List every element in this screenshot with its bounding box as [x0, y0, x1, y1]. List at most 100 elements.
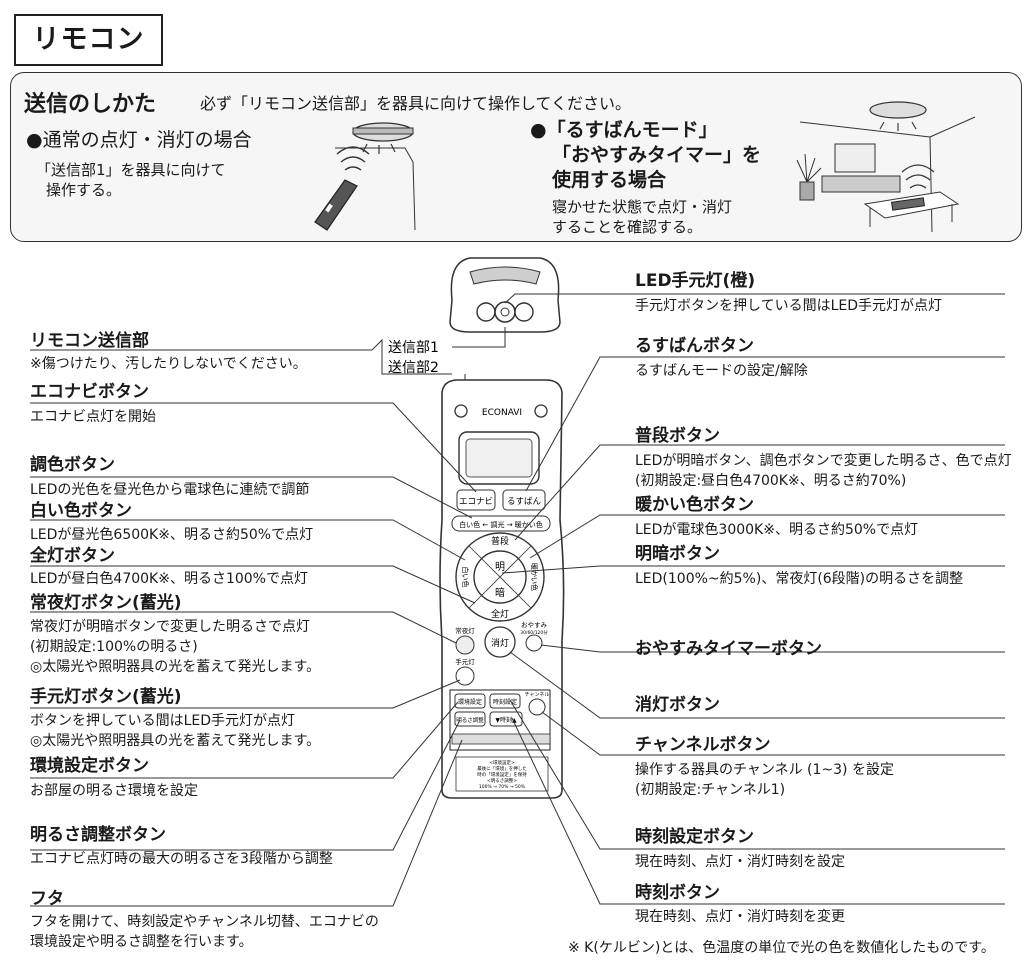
item-normal-title: 普段ボタン [635, 426, 720, 446]
send-heading: 送信のしかた [24, 92, 157, 117]
center-top-label: 明 [495, 561, 505, 573]
item-night-light-desc-2: (初期設定:100%の明るさ) [30, 639, 198, 655]
item-rusuban-title: るすばんボタン [635, 336, 754, 356]
item-hand-light-desc-2: ◎太陽光や照明器具の光を蓄えて発光します。 [30, 733, 321, 749]
lid-note-1: <環境設定> [489, 759, 515, 766]
jikoku-label: ▼時刻▲ [495, 716, 517, 724]
normal-case-body-2: 操作する。 [46, 181, 122, 199]
item-time-title: 時刻ボタン [635, 883, 720, 903]
item-white-desc: LEDが昼光色6500K※、明るさ約50%で点灯 [30, 527, 314, 543]
kankyo-label: 環境設定 [458, 698, 482, 706]
brightness-adjust-button[interactable] [454, 711, 486, 727]
item-sleep-timer-title: おやすみタイマーボタン [635, 639, 822, 659]
item-hand-light-title: 手元灯ボタン(蓄光) [30, 687, 182, 707]
item-warm-title: 暖かい色ボタン [635, 495, 754, 515]
item-env-title: 環境設定ボタン [30, 756, 149, 776]
transmitter-1-label: 送信部1 [388, 340, 439, 356]
item-rusuban-desc: るすばんモードの設定/解除 [635, 363, 808, 379]
item-brightness-adjust-title: 明るさ調整ボタン [30, 825, 166, 845]
item-lid-title: フタ [30, 889, 64, 909]
rusuban-illustration [796, 101, 976, 233]
item-brightness-adjust-desc: エコナビ点灯時の最大の明るさを3段階から調整 [30, 851, 333, 867]
sleep-timer-button[interactable] [525, 634, 543, 652]
channel-label: チャンネル [525, 692, 550, 698]
normal-case-body-1: 「送信部1」を器具に向けて [36, 161, 226, 179]
hand-light-button[interactable] [455, 666, 475, 686]
oyasumi-label: おやすみ [521, 621, 548, 629]
item-time-desc: 現在時刻、点灯・消灯時刻を変更 [635, 909, 845, 925]
lid-note-3: 時の「環境設定」を保持 [477, 771, 527, 778]
item-brightness-title: 明暗ボタン [635, 544, 720, 564]
rusuban-case-title-3: 使用する場合 [552, 169, 667, 191]
item-white-title: 白い色ボタン [30, 501, 132, 521]
jikoku-settei-label: 時刻設定 [493, 698, 517, 706]
oyasumi-sub-label: 30/60/120分 [520, 629, 548, 636]
rusuban-case-title-2: 「おやすみタイマー」を [552, 144, 762, 166]
kelvin-footnote: ※ K(ケルビン)とは、色温度の単位で光の色を数値化したものです。 [568, 940, 995, 956]
item-econavi-desc: エコナビ点灯を開始 [30, 409, 156, 425]
lid-note-5: 100% → 70% → 50% [479, 784, 526, 790]
env-setting-button[interactable] [454, 693, 486, 709]
ceiling-light-icon [869, 101, 927, 119]
item-env-desc: お部屋の明るさ環境を設定 [30, 783, 198, 799]
normal-use-illustration [314, 122, 416, 231]
tv-icon [821, 143, 901, 193]
rusuban-button-label: るすばん [507, 497, 542, 507]
rusuban-button[interactable] [502, 489, 546, 511]
ring-left-label: 白い色 [461, 567, 470, 588]
item-transmitter-desc: ※傷つけたり、汚したりしないでください。 [30, 356, 307, 372]
center-bottom-label: 暗 [495, 586, 505, 599]
transmitter-2-label: 送信部2 [388, 360, 439, 376]
off-button[interactable] [484, 626, 516, 658]
callout-lines [30, 293, 1005, 907]
remote-body [439, 379, 565, 799]
item-color-adjust-title: 調色ボタン [30, 455, 115, 475]
channel-button[interactable] [528, 698, 546, 716]
temoto-label: 手元灯 [455, 657, 475, 666]
item-night-light-desc-3: ◎太陽光や照明器具の光を蓄えて発光します。 [30, 659, 321, 675]
item-full-title: 全灯ボタン [30, 546, 115, 566]
send-instruction: 必ず「リモコン送信部」を器具に向けて操作してください。 [200, 94, 632, 113]
dial-top-label: 白い色 ← 調光 → 暖かい色 [459, 520, 543, 529]
item-lid-desc-1: フタを開けて、時刻設定やチャンネル切替、エコナビの [30, 914, 379, 930]
normal-case-title: ●通常の点灯・消灯の場合 [26, 129, 252, 151]
item-off-title: 消灯ボタン [635, 695, 720, 715]
ring-bottom-label: 全灯 [491, 608, 509, 620]
item-channel-desc-2: (初期設定:チャンネル1) [635, 782, 786, 798]
transmitter-1a-icon [476, 302, 496, 322]
item-color-adjust-desc: LEDの光色を昼光色から電球色に連続で調節 [30, 482, 310, 498]
table-icon [863, 191, 960, 227]
item-lid-desc-2: 環境設定や明るさ調整を行います。 [30, 934, 253, 950]
econavi-brand: ECONAVI [482, 408, 522, 418]
rusuban-case-body-2: することを確認する。 [552, 218, 703, 236]
rusuban-case-title-1: ●「るすばんモード」 [530, 119, 718, 141]
remote-top-view [449, 257, 561, 333]
ring-right-label: 暖かい色 [530, 563, 539, 591]
item-led-hand-light-title: LED手元灯(橙) [635, 271, 756, 291]
item-hand-light-desc-1: ボタンを押している間はLED手元灯が点灯 [30, 713, 296, 729]
item-time-setting-desc: 現在時刻、点灯・消灯時刻を設定 [635, 854, 845, 870]
joyato-label: 常夜灯 [455, 626, 475, 635]
item-transmitter-title: リモコン送信部 [30, 331, 149, 351]
item-econavi-title: エコナビボタン [30, 382, 149, 402]
rusuban-case-body-1: 寝かせた状態で点灯・消灯 [552, 198, 733, 216]
item-normal-desc-1: LEDが明暗ボタン、調色ボタンで変更した明るさ、色で点灯 [635, 453, 1012, 469]
remote-in-hand-icon [314, 146, 370, 231]
ring-top-label: 普段 [491, 535, 509, 547]
page-title: リモコン [14, 14, 163, 66]
item-full-desc: LEDが昼白色4700K※、明るさ100%で点灯 [30, 571, 308, 587]
item-channel-desc-1: 操作する器具のチャンネル (1~3) を設定 [635, 762, 894, 778]
item-night-light-title: 常夜灯ボタン(蓄光) [30, 593, 182, 613]
item-channel-title: チャンネルボタン [635, 735, 771, 755]
lid[interactable] [451, 733, 551, 745]
econavi-button[interactable] [456, 489, 496, 511]
night-light-button[interactable] [455, 635, 475, 655]
plant-icon [796, 153, 822, 201]
item-time-setting-title: 時刻設定ボタン [635, 827, 754, 847]
off-button-label: 消灯 [491, 637, 509, 649]
lid-note-2: 最後に「環境」を押した [477, 765, 527, 772]
item-brightness-desc: LED(100%~約5%)、常夜灯(6段階)の明るさを調整 [635, 571, 964, 587]
lid-note-4: <明るさ調整> [487, 777, 517, 784]
color-adjust-bar[interactable] [451, 515, 551, 532]
